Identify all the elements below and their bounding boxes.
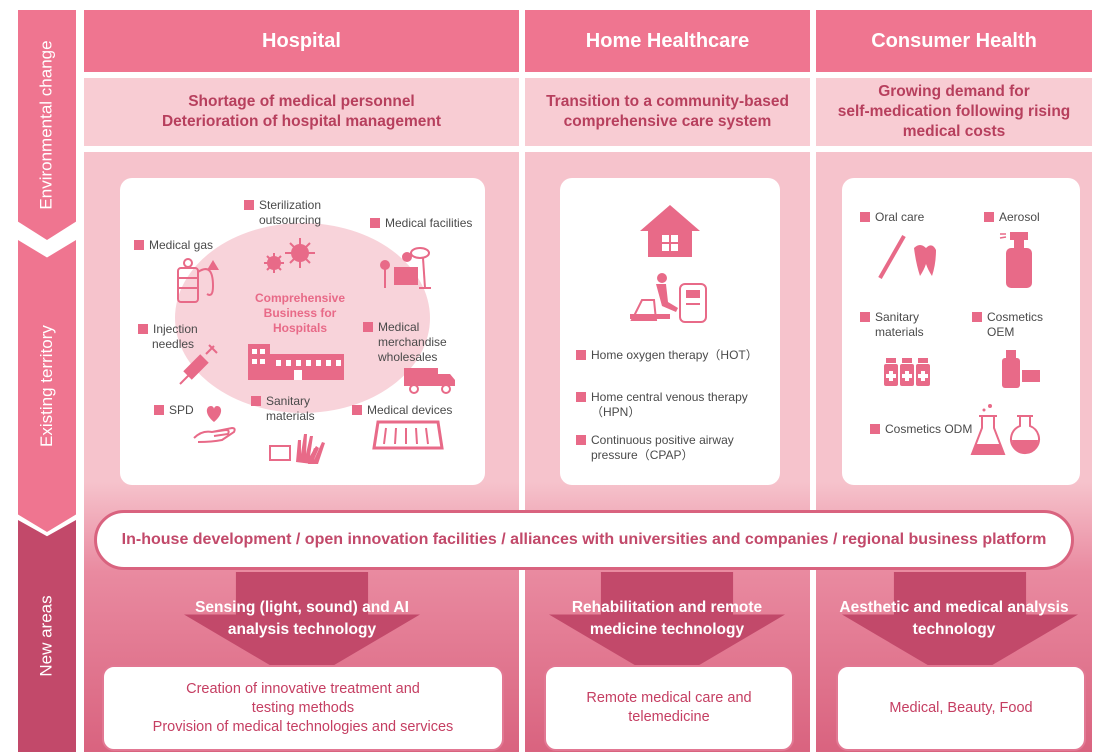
germ-icon bbox=[264, 238, 315, 273]
cosmetics-icon bbox=[1002, 350, 1040, 388]
flasks-icon bbox=[970, 404, 1040, 455]
house-icon bbox=[640, 205, 700, 257]
oxygen-therapy-icon bbox=[630, 273, 707, 323]
consumer-outcome: Medical, Beauty, Food bbox=[836, 665, 1086, 751]
label-aerosol: Aerosol bbox=[984, 210, 1040, 225]
truck-icon bbox=[404, 368, 455, 394]
side-label-env: Environmental change bbox=[18, 10, 76, 240]
strategy-banner: In-house development / open innovation f… bbox=[94, 510, 1074, 570]
home-header: Home Healthcare bbox=[525, 10, 810, 72]
spray-bottle-icon bbox=[999, 232, 1032, 288]
label-hot: Home oxygen therapy（HOT） bbox=[576, 348, 758, 363]
hospital-building-icon bbox=[248, 344, 344, 380]
label-cosmetics-odm: Cosmetics ODM bbox=[870, 422, 972, 437]
label-medical-facilities: Medical facilities bbox=[370, 216, 472, 231]
toothbrush-icon bbox=[878, 235, 936, 279]
medical-devices-icon bbox=[372, 420, 444, 450]
medicine-bottles-icon bbox=[884, 358, 930, 386]
gloves-icon bbox=[269, 434, 325, 464]
label-spd: SPD bbox=[154, 403, 194, 418]
heart-hand-icon bbox=[193, 406, 236, 443]
label-oral-care: Oral care bbox=[860, 210, 924, 225]
home-card: Home oxygen therapy（HOT） Home central ve… bbox=[560, 178, 780, 485]
hospital-header: Hospital bbox=[84, 10, 519, 72]
label-medical-devices: Medical devices bbox=[352, 403, 452, 418]
label-medical-gas: Medical gas bbox=[134, 238, 213, 253]
syringe-icon bbox=[179, 344, 218, 385]
gas-cylinder-icon bbox=[177, 258, 219, 303]
medical-facilities-icon bbox=[380, 247, 431, 289]
consumer-header: Consumer Health bbox=[816, 10, 1092, 72]
side-label-existing: Existing territory bbox=[18, 240, 76, 532]
label-hpn: Home central venous therapy（HPN） bbox=[576, 390, 748, 420]
side-label-new: New areas bbox=[18, 520, 76, 752]
